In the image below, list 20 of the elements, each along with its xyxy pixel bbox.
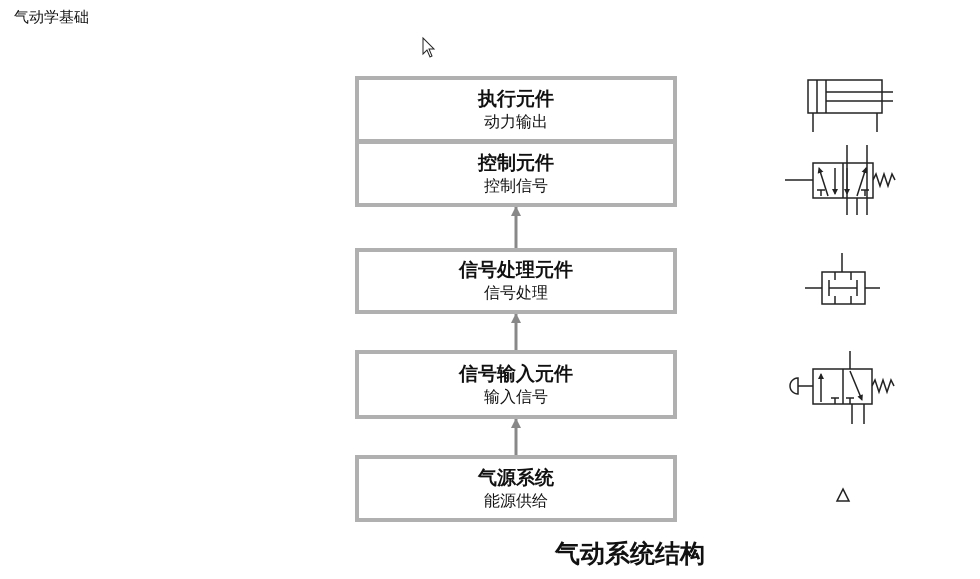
process-box [355,76,677,143]
box-subtitle: 动力输出 [484,110,548,132]
box-subtitle: 信号处理 [484,282,548,304]
process-box [355,248,677,314]
process-box [355,350,677,419]
arrow [511,206,521,248]
page-title: 气动学基础 [14,8,89,27]
arrow [511,418,521,455]
process-box [355,455,677,522]
box-subtitle: 输入信号 [484,386,548,408]
box-subtitle: 控制信号 [484,174,548,196]
box-heading: 气源系统 [478,466,554,490]
box-heading: 执行元件 [478,86,554,110]
box-heading: 信号处理元件 [459,258,573,282]
figure-caption: 气动系统结构 [555,538,705,570]
box-heading: 控制元件 [478,150,554,174]
arrow [511,313,521,350]
box-subtitle: 能源供给 [484,490,548,512]
box-heading: 信号输入元件 [459,362,573,386]
process-box [355,140,677,207]
